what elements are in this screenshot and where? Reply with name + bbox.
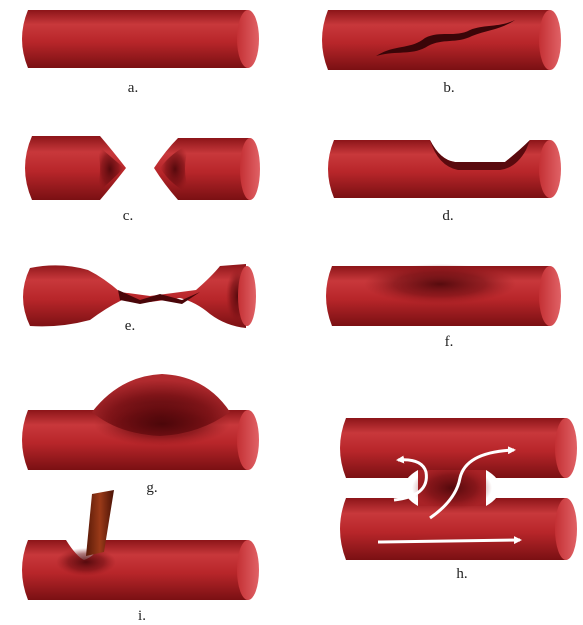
label-g: g. bbox=[146, 480, 157, 496]
vessel-normal bbox=[22, 10, 259, 68]
vessel-transected-right bbox=[154, 138, 260, 200]
vessel-fistula bbox=[340, 418, 577, 560]
panel-a: a. bbox=[22, 10, 259, 96]
panel-h: h. bbox=[340, 418, 577, 582]
label-d: d. bbox=[442, 208, 453, 224]
panel-g: g. bbox=[22, 374, 259, 496]
label-e: e. bbox=[125, 318, 135, 334]
label-c: c. bbox=[123, 208, 133, 224]
panel-b: b. bbox=[322, 10, 561, 96]
vessel-contusion bbox=[326, 264, 561, 326]
panel-f: f. bbox=[326, 264, 561, 350]
panel-d: d. bbox=[328, 140, 561, 224]
label-a: a. bbox=[128, 80, 138, 96]
vessel-transected-left bbox=[25, 136, 126, 200]
vessel-aneurysm bbox=[22, 374, 259, 470]
label-h: h. bbox=[456, 566, 467, 582]
vessel-laceration bbox=[322, 10, 561, 70]
panel-e: e. bbox=[23, 264, 256, 334]
label-f: f. bbox=[445, 334, 454, 350]
panel-c: c. bbox=[25, 136, 260, 224]
arrow-straight-flow bbox=[378, 540, 520, 542]
vessel-wall-defect bbox=[328, 140, 561, 198]
label-b: b. bbox=[443, 80, 454, 96]
vessel-penetrating bbox=[22, 490, 259, 600]
label-i: i. bbox=[138, 608, 146, 624]
vessel-stretched bbox=[23, 264, 256, 328]
panel-i: i. bbox=[22, 490, 259, 624]
